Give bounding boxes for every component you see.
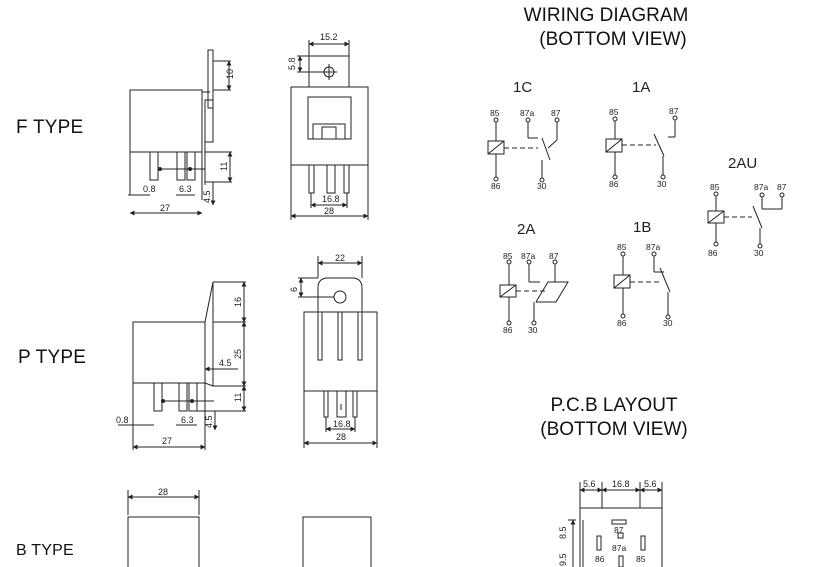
- p-dim-0-8: 0.8: [116, 415, 129, 425]
- b-type-views: [127, 490, 372, 567]
- pin-label: 86: [617, 318, 627, 328]
- pcb-dim-16-8: 16.8: [612, 479, 630, 489]
- b-type-label: B TYPE: [16, 542, 74, 559]
- pin-label: 85: [490, 108, 500, 118]
- p-dim-6-3: 6.3: [181, 415, 194, 425]
- pin-label: 87a: [521, 251, 535, 261]
- wiring-label-2a: 2A: [517, 221, 535, 238]
- p-dim-27: 27: [162, 436, 172, 446]
- pcb-pin-label: 85: [636, 554, 646, 564]
- pcb-pin-label: 87: [614, 525, 624, 535]
- f-type-front-view: [290, 40, 369, 220]
- f-dim-27: 27: [160, 203, 170, 213]
- wiring-1b: [613, 251, 671, 320]
- pcb-dim-9-5: 9.5: [558, 553, 568, 566]
- wiring-2au: [707, 191, 785, 249]
- wiring-label-1c: 1C: [513, 79, 532, 96]
- wiring-label-1a: 1A: [632, 79, 650, 96]
- f-dim-4-5: 4.5: [202, 190, 212, 203]
- pin-label: 85: [609, 107, 619, 117]
- p-dim-22: 22: [335, 253, 345, 263]
- p-type-side-view: [118, 281, 247, 450]
- pin-label: 87: [551, 108, 561, 118]
- f-type-label: F TYPE: [16, 117, 84, 138]
- p-dim-4-5-b: 4.5: [204, 415, 214, 428]
- pcb-title-line2: (BOTTOM VIEW): [540, 419, 688, 440]
- wiring-1c: [487, 117, 560, 183]
- wiring-title-line1: WIRING DIAGRAM: [523, 5, 689, 26]
- f-dim-5-8: 5.8: [287, 57, 297, 70]
- f-dim-6-3: 6.3: [179, 184, 192, 194]
- pcb-pin-label: 86: [595, 554, 605, 564]
- pcb-pin-label: 87a: [612, 543, 626, 553]
- pin-label: 30: [528, 325, 538, 335]
- pin-label: 86: [503, 325, 513, 335]
- wiring-label-1b: 1B: [633, 219, 651, 236]
- p-dim-4-5-a: 4.5: [219, 358, 232, 368]
- p-type-front-view: [298, 256, 378, 448]
- pin-label: 85: [503, 251, 513, 261]
- pin-label: 86: [609, 179, 619, 189]
- pin-label: 30: [657, 179, 667, 189]
- pcb-dim-5-6-left: 5.6: [583, 479, 596, 489]
- wiring-2a: [499, 259, 569, 326]
- pin-label: 30: [663, 318, 673, 328]
- pin-label: 30: [537, 181, 547, 191]
- pin-label: 87: [669, 106, 679, 116]
- p-dim-16: 16: [233, 297, 243, 307]
- f-dim-10: 10: [225, 69, 235, 79]
- p-dim-25: 25: [233, 349, 243, 359]
- pcb-dim-5-6-right: 5.6: [644, 479, 657, 489]
- pin-label: 85: [617, 242, 627, 252]
- pin-label: 87: [777, 182, 787, 192]
- f-dim-11: 11: [219, 162, 229, 171]
- pcb-title-line1: P.C.B LAYOUT: [550, 395, 678, 416]
- b-dim-28: 28: [158, 487, 168, 497]
- p-dim-28: 28: [336, 432, 346, 442]
- f-dim-15-2: 15.2: [320, 32, 338, 42]
- pin-label: 87: [549, 251, 559, 261]
- f-type-side-view: [128, 49, 233, 216]
- pin-label: 87a: [754, 182, 768, 192]
- pin-label: 87a: [646, 242, 660, 252]
- wiring-label-2au: 2AU: [728, 155, 757, 172]
- pin-label: 30: [754, 248, 764, 258]
- pin-label: 87a: [520, 108, 534, 118]
- f-dim-16-8: 16.8: [322, 194, 340, 204]
- pin-label: 85: [710, 182, 720, 192]
- pin-label: 86: [491, 181, 501, 191]
- f-dim-0-8: 0.8: [143, 184, 156, 194]
- wiring-1a: [605, 115, 678, 180]
- wiring-title-line2: (BOTTOM VIEW): [539, 29, 687, 50]
- p-dim-6: 6: [289, 287, 299, 292]
- pin-label: 86: [708, 248, 718, 258]
- p-dim-11: 11: [233, 393, 243, 402]
- pcb-dim-8-5: 8.5: [558, 526, 568, 539]
- pcb-layout-drawing: [568, 482, 663, 567]
- p-dim-16-8: 16.8: [333, 419, 351, 429]
- pcb-layout-title: P.C.B LAYOUT (BOTTOM VIEW): [494, 394, 734, 442]
- p-type-label: P TYPE: [18, 347, 87, 368]
- f-dim-28: 28: [324, 206, 334, 216]
- wiring-diagram-title: WIRING DIAGRAM (BOTTOM VIEW): [486, 4, 726, 52]
